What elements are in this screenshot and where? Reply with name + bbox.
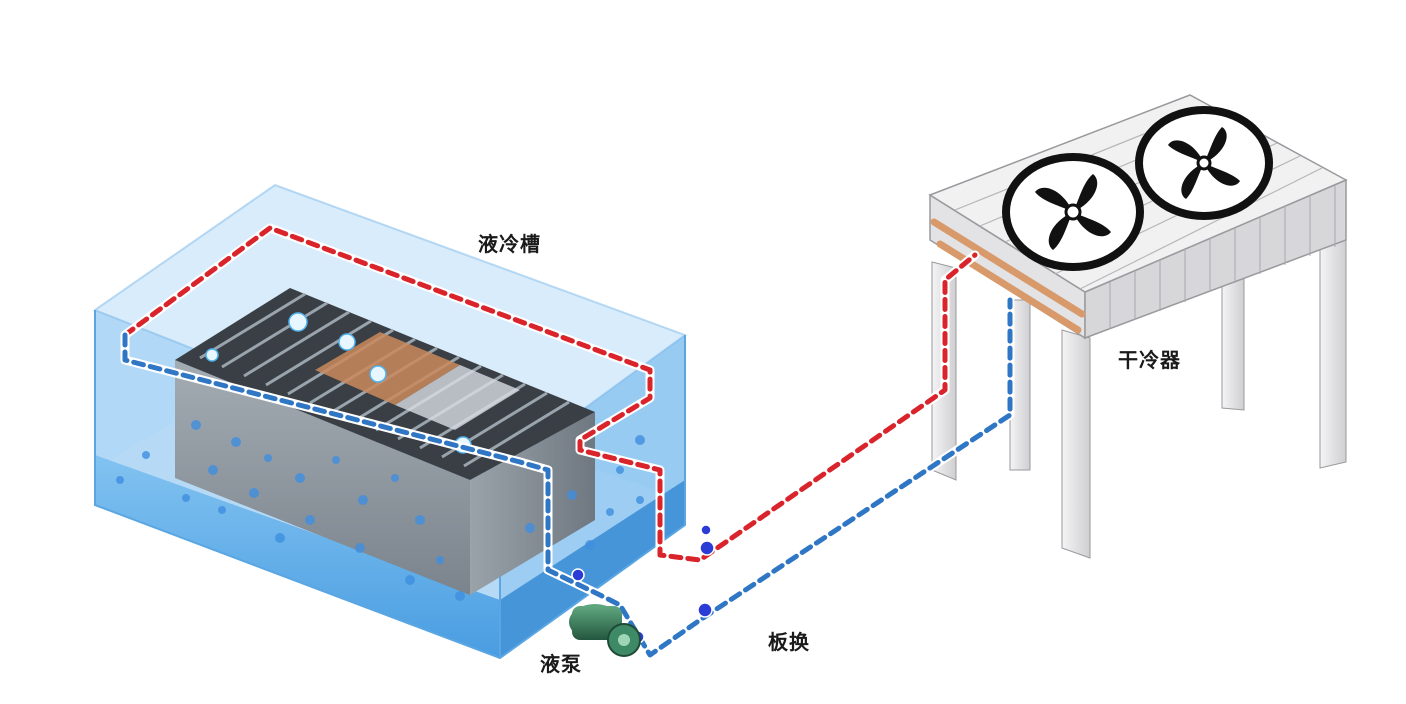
dry-cooler (928, 94, 1348, 559)
pump-label: 液泵 (540, 652, 582, 676)
valve-icon (700, 524, 712, 536)
dry-cooler-fan-1 (1002, 153, 1144, 271)
fan-icon (1168, 127, 1240, 199)
pump-icon (569, 604, 641, 657)
hot-loop-pipe (120, 223, 980, 565)
server-front (175, 360, 470, 595)
cold-loop-pipe (120, 295, 1015, 660)
valve-icon (571, 568, 585, 582)
dry-cooler-leg-back-right (1221, 267, 1245, 411)
tank-liquid-right (500, 480, 685, 658)
server-side (470, 412, 595, 595)
dry-cooler-heat-pipes (930, 218, 1086, 334)
tank-label: 液冷槽 (478, 232, 541, 256)
server-heatsink (315, 332, 460, 405)
coolant-bubbles (116, 420, 645, 601)
server-light-panel (395, 365, 520, 430)
valve-icon (699, 540, 715, 556)
liquid-pump (569, 604, 641, 657)
dry-cooler-label: 干冷器 (1118, 348, 1181, 372)
dry-cooler-right-fins (1109, 185, 1336, 329)
tank-liquid-left (95, 455, 500, 658)
plate-heat-exchanger-label: 板换 (768, 630, 810, 654)
dry-cooler-fan-2 (1135, 106, 1273, 220)
dry-cooler-leg-front-right (1319, 235, 1347, 469)
fan-icon (1035, 174, 1111, 250)
server-chassis (175, 288, 595, 595)
valve-icon (697, 602, 713, 618)
dry-cooler-leg-front-mid (1061, 329, 1091, 559)
